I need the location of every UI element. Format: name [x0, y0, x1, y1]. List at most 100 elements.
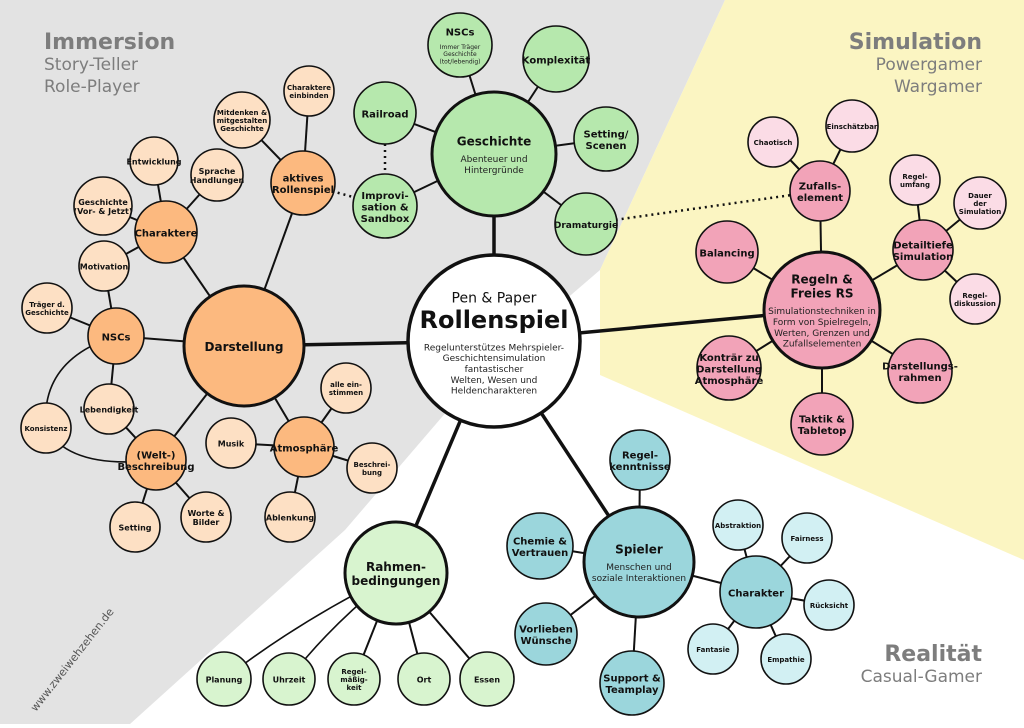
node-empathie[interactable]	[760, 633, 812, 685]
node-charaktere[interactable]	[134, 200, 198, 264]
node-darstellungsrahmen[interactable]	[887, 338, 953, 404]
node-darstellung[interactable]	[182, 284, 306, 408]
node-worte-circle[interactable]	[180, 491, 232, 543]
node-empathie-circle[interactable]	[760, 633, 812, 685]
node-dauer-circle[interactable]	[953, 176, 1007, 230]
node-chemie[interactable]	[506, 512, 574, 580]
node-detailtiefe-circle[interactable]	[892, 219, 954, 281]
node-ort[interactable]	[397, 652, 451, 706]
node-entwicklung[interactable]	[129, 136, 179, 186]
node-komplexitaet[interactable]	[522, 25, 590, 93]
node-zufall-circle[interactable]	[789, 160, 851, 222]
node-taktik-circle[interactable]	[790, 392, 854, 456]
node-regelumfang-circle[interactable]	[889, 154, 941, 206]
node-dramaturgie[interactable]	[554, 192, 618, 256]
node-nscs_g[interactable]	[427, 12, 493, 78]
node-worte[interactable]	[180, 491, 232, 543]
node-komplexitaet-circle[interactable]	[522, 25, 590, 93]
node-support-circle[interactable]	[599, 650, 665, 716]
node-setting_d[interactable]	[109, 501, 161, 553]
node-balancing[interactable]	[695, 220, 759, 284]
node-atmosphaere[interactable]	[273, 416, 335, 478]
node-geschichte_vj[interactable]	[73, 176, 133, 236]
node-detailtiefe[interactable]	[892, 219, 954, 281]
node-mitdenken-circle[interactable]	[213, 91, 271, 149]
node-spieler[interactable]	[582, 505, 696, 619]
node-regelkenntnisse[interactable]	[609, 429, 671, 491]
node-ort-circle[interactable]	[397, 652, 451, 706]
node-fairness-circle[interactable]	[781, 512, 833, 564]
node-uhrzeit[interactable]	[262, 652, 316, 706]
node-setting_g-circle[interactable]	[573, 106, 639, 172]
node-einbinden[interactable]	[283, 65, 335, 117]
node-aktives-circle[interactable]	[270, 150, 336, 216]
node-sprache[interactable]	[190, 148, 244, 202]
node-essen[interactable]	[459, 651, 515, 707]
node-nscs_g-circle[interactable]	[427, 12, 493, 78]
node-konsistenz[interactable]	[20, 402, 72, 454]
node-charaktere-circle[interactable]	[134, 200, 198, 264]
node-geschichte[interactable]	[430, 90, 558, 218]
node-abstraktion-circle[interactable]	[712, 499, 764, 551]
node-fairness[interactable]	[781, 512, 833, 564]
node-chemie-circle[interactable]	[506, 512, 574, 580]
node-traeger[interactable]	[21, 282, 73, 334]
node-nscs_d[interactable]	[87, 307, 145, 365]
node-regelumfang[interactable]	[889, 154, 941, 206]
node-kontraer-circle[interactable]	[696, 335, 762, 401]
node-regeldiskussion-circle[interactable]	[949, 273, 1001, 325]
node-einschaetzbar-circle[interactable]	[825, 99, 879, 153]
node-beschreibung-circle[interactable]	[346, 442, 398, 494]
node-geschichte-circle[interactable]	[430, 90, 558, 218]
node-aktives[interactable]	[270, 150, 336, 216]
node-alle-circle[interactable]	[320, 362, 372, 414]
node-motivation-circle[interactable]	[78, 240, 130, 292]
node-chaotisch-circle[interactable]	[747, 116, 799, 168]
node-improvisation[interactable]	[352, 173, 418, 239]
node-balancing-circle[interactable]	[695, 220, 759, 284]
node-setting_g[interactable]	[573, 106, 639, 172]
node-musik[interactable]	[205, 417, 257, 469]
node-improvisation-circle[interactable]	[352, 173, 418, 239]
node-regeldiskussion[interactable]	[949, 273, 1001, 325]
node-planung[interactable]	[196, 651, 252, 707]
node-vorlieben-circle[interactable]	[514, 602, 578, 666]
node-regeln[interactable]	[762, 250, 882, 370]
node-spieler-circle[interactable]	[582, 505, 696, 619]
node-traeger-circle[interactable]	[21, 282, 73, 334]
node-sprache-circle[interactable]	[190, 148, 244, 202]
node-darstellungsrahmen-circle[interactable]	[887, 338, 953, 404]
node-center[interactable]	[406, 253, 582, 429]
node-regelmaessig[interactable]	[327, 652, 381, 706]
node-nscs_d-circle[interactable]	[87, 307, 145, 365]
node-atmosphaere-circle[interactable]	[273, 416, 335, 478]
node-regelkenntnisse-circle[interactable]	[609, 429, 671, 491]
node-einbinden-circle[interactable]	[283, 65, 335, 117]
node-charakter-circle[interactable]	[719, 555, 793, 629]
node-konsistenz-circle[interactable]	[20, 402, 72, 454]
node-geschichte_vj-circle[interactable]	[73, 176, 133, 236]
node-fantasie[interactable]	[687, 623, 739, 675]
node-center-circle[interactable]	[406, 253, 582, 429]
node-railroad-circle[interactable]	[353, 81, 417, 145]
node-motivation[interactable]	[78, 240, 130, 292]
node-vorlieben[interactable]	[514, 602, 578, 666]
node-dramaturgie-circle[interactable]	[554, 192, 618, 256]
node-musik-circle[interactable]	[205, 417, 257, 469]
node-chaotisch[interactable]	[747, 116, 799, 168]
node-ruecksicht[interactable]	[803, 579, 855, 631]
node-railroad[interactable]	[353, 81, 417, 145]
node-einschaetzbar[interactable]	[825, 99, 879, 153]
node-ablenkung-circle[interactable]	[264, 491, 316, 543]
node-setting_d-circle[interactable]	[109, 501, 161, 553]
node-kontraer[interactable]	[696, 335, 762, 401]
node-lebendigkeit-circle[interactable]	[83, 383, 135, 435]
node-fantasie-circle[interactable]	[687, 623, 739, 675]
node-beschreibung[interactable]	[346, 442, 398, 494]
node-ablenkung[interactable]	[264, 491, 316, 543]
node-dauer[interactable]	[953, 176, 1007, 230]
node-weltbeschreibung[interactable]	[125, 429, 187, 491]
node-essen-circle[interactable]	[459, 651, 515, 707]
node-regelmaessig-circle[interactable]	[327, 652, 381, 706]
node-alle[interactable]	[320, 362, 372, 414]
